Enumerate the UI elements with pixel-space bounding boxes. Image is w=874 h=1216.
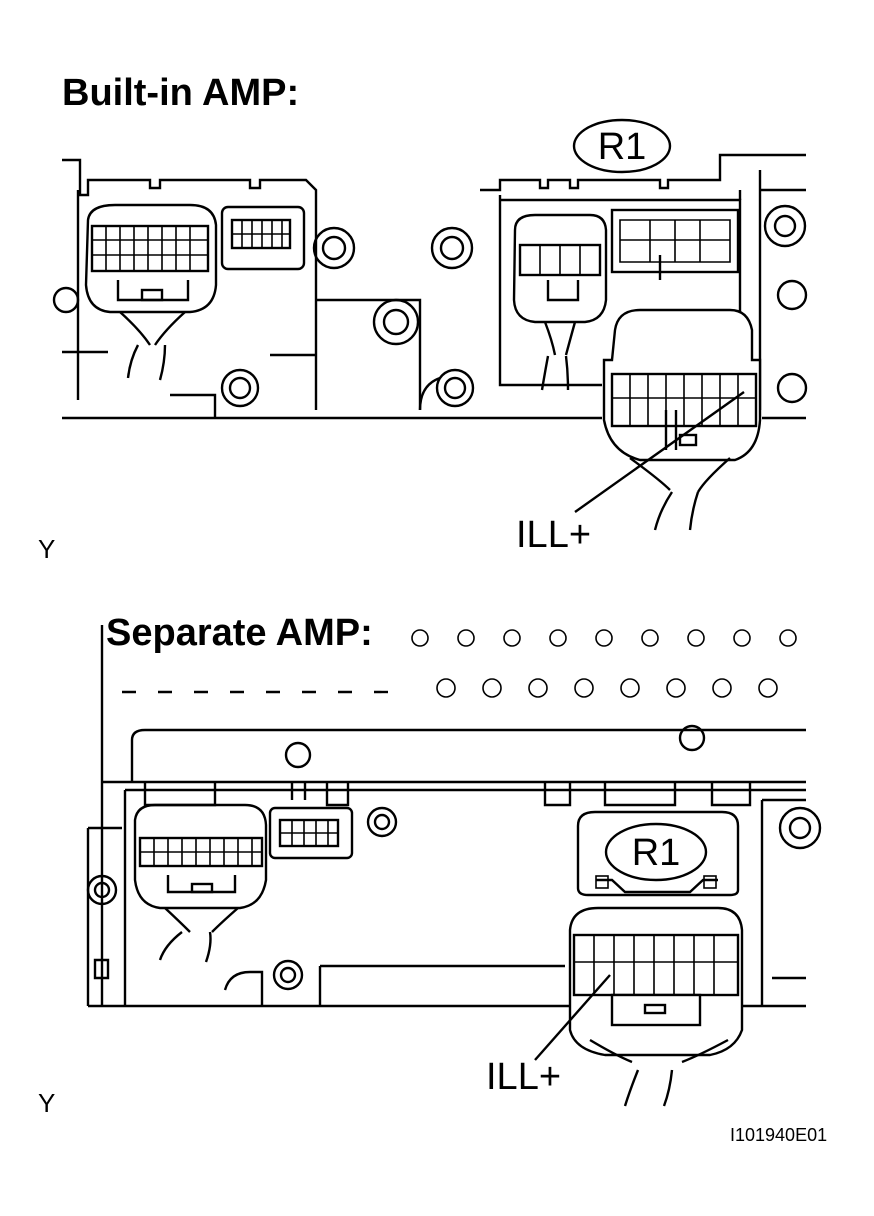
r1-connector-label-bottom: R1 xyxy=(631,832,681,874)
r1-connector-top xyxy=(602,308,762,531)
figure-code: I101940E01 xyxy=(730,1125,828,1145)
side-mark-bottom: Y xyxy=(38,1088,56,1118)
r1-cap-bottom xyxy=(576,810,740,897)
ill-plus-callout-bottom: ILL+ xyxy=(486,1056,562,1098)
built-in-amp-title: Built-in AMP: xyxy=(62,72,300,114)
left-connector-bottom xyxy=(133,803,268,963)
left-connector-top xyxy=(84,203,218,381)
small-connector-bottom xyxy=(268,806,354,860)
r1-connector-label-top: R1 xyxy=(597,126,647,168)
vent-holes xyxy=(411,629,797,698)
ill-plus-callout-top: ILL+ xyxy=(516,514,592,556)
built-in-amp-panel xyxy=(52,118,808,531)
box-connector-top xyxy=(610,208,740,280)
small-connector-top xyxy=(220,205,306,271)
side-mark-top: Y xyxy=(38,534,56,564)
mid-connector-top xyxy=(512,213,608,391)
separate-amp-panel xyxy=(86,625,822,1107)
r1-connector-bottom xyxy=(568,906,744,1107)
separate-amp-title: Separate AMP: xyxy=(106,612,373,654)
